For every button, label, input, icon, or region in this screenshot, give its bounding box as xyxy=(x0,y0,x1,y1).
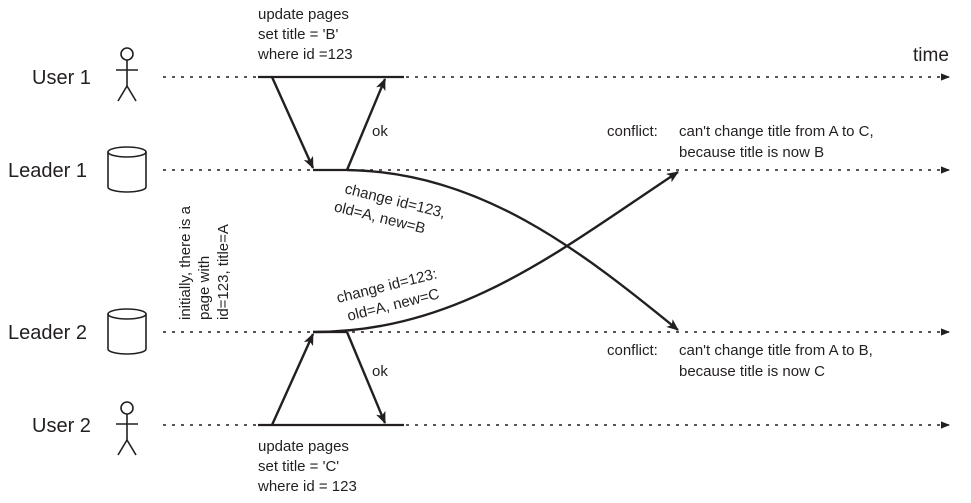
replication-arrow-leader2-to-leader1 xyxy=(312,170,679,334)
conflict1-prefix: conflict: xyxy=(607,123,658,140)
leader1-database-icon xyxy=(107,146,147,193)
conflict2-message: can't change title from A to B, because … xyxy=(679,342,877,380)
initial-state-note: initially, there is a page with id=123, … xyxy=(177,202,232,320)
ok-label-leader2: ok xyxy=(372,363,388,380)
leader2-ok-arrow xyxy=(345,331,387,424)
change-c-label: change id=123: old=A, new=C xyxy=(335,264,448,326)
user1-update-query: update pages set title = 'B' where id =1… xyxy=(257,6,353,63)
actor-label-leader2: Leader 2 xyxy=(8,322,87,344)
conflict1-message: can't change title from A to C, because … xyxy=(679,123,878,161)
user1-person-icon xyxy=(116,47,138,102)
time-label: time xyxy=(913,45,949,66)
leader2-database-icon xyxy=(107,308,147,355)
actor-label-leader1: Leader 1 xyxy=(8,160,87,182)
conflict2-prefix: conflict: xyxy=(607,342,658,359)
replication-arrow-leader1-to-leader2 xyxy=(346,168,679,331)
user1-write-arrow xyxy=(270,76,315,169)
change-b-label: change id=123, old=A, new=B xyxy=(332,179,451,242)
user2-update-query: update pages set title = 'C' where id = … xyxy=(257,438,357,495)
user2-person-icon xyxy=(116,401,138,456)
ok-label-leader1: ok xyxy=(372,123,388,140)
leader1-ok-arrow xyxy=(345,78,387,171)
user2-write-arrow xyxy=(270,333,315,426)
actor-label-user1: User 1 xyxy=(32,67,91,89)
actor-label-user2: User 2 xyxy=(32,415,91,437)
